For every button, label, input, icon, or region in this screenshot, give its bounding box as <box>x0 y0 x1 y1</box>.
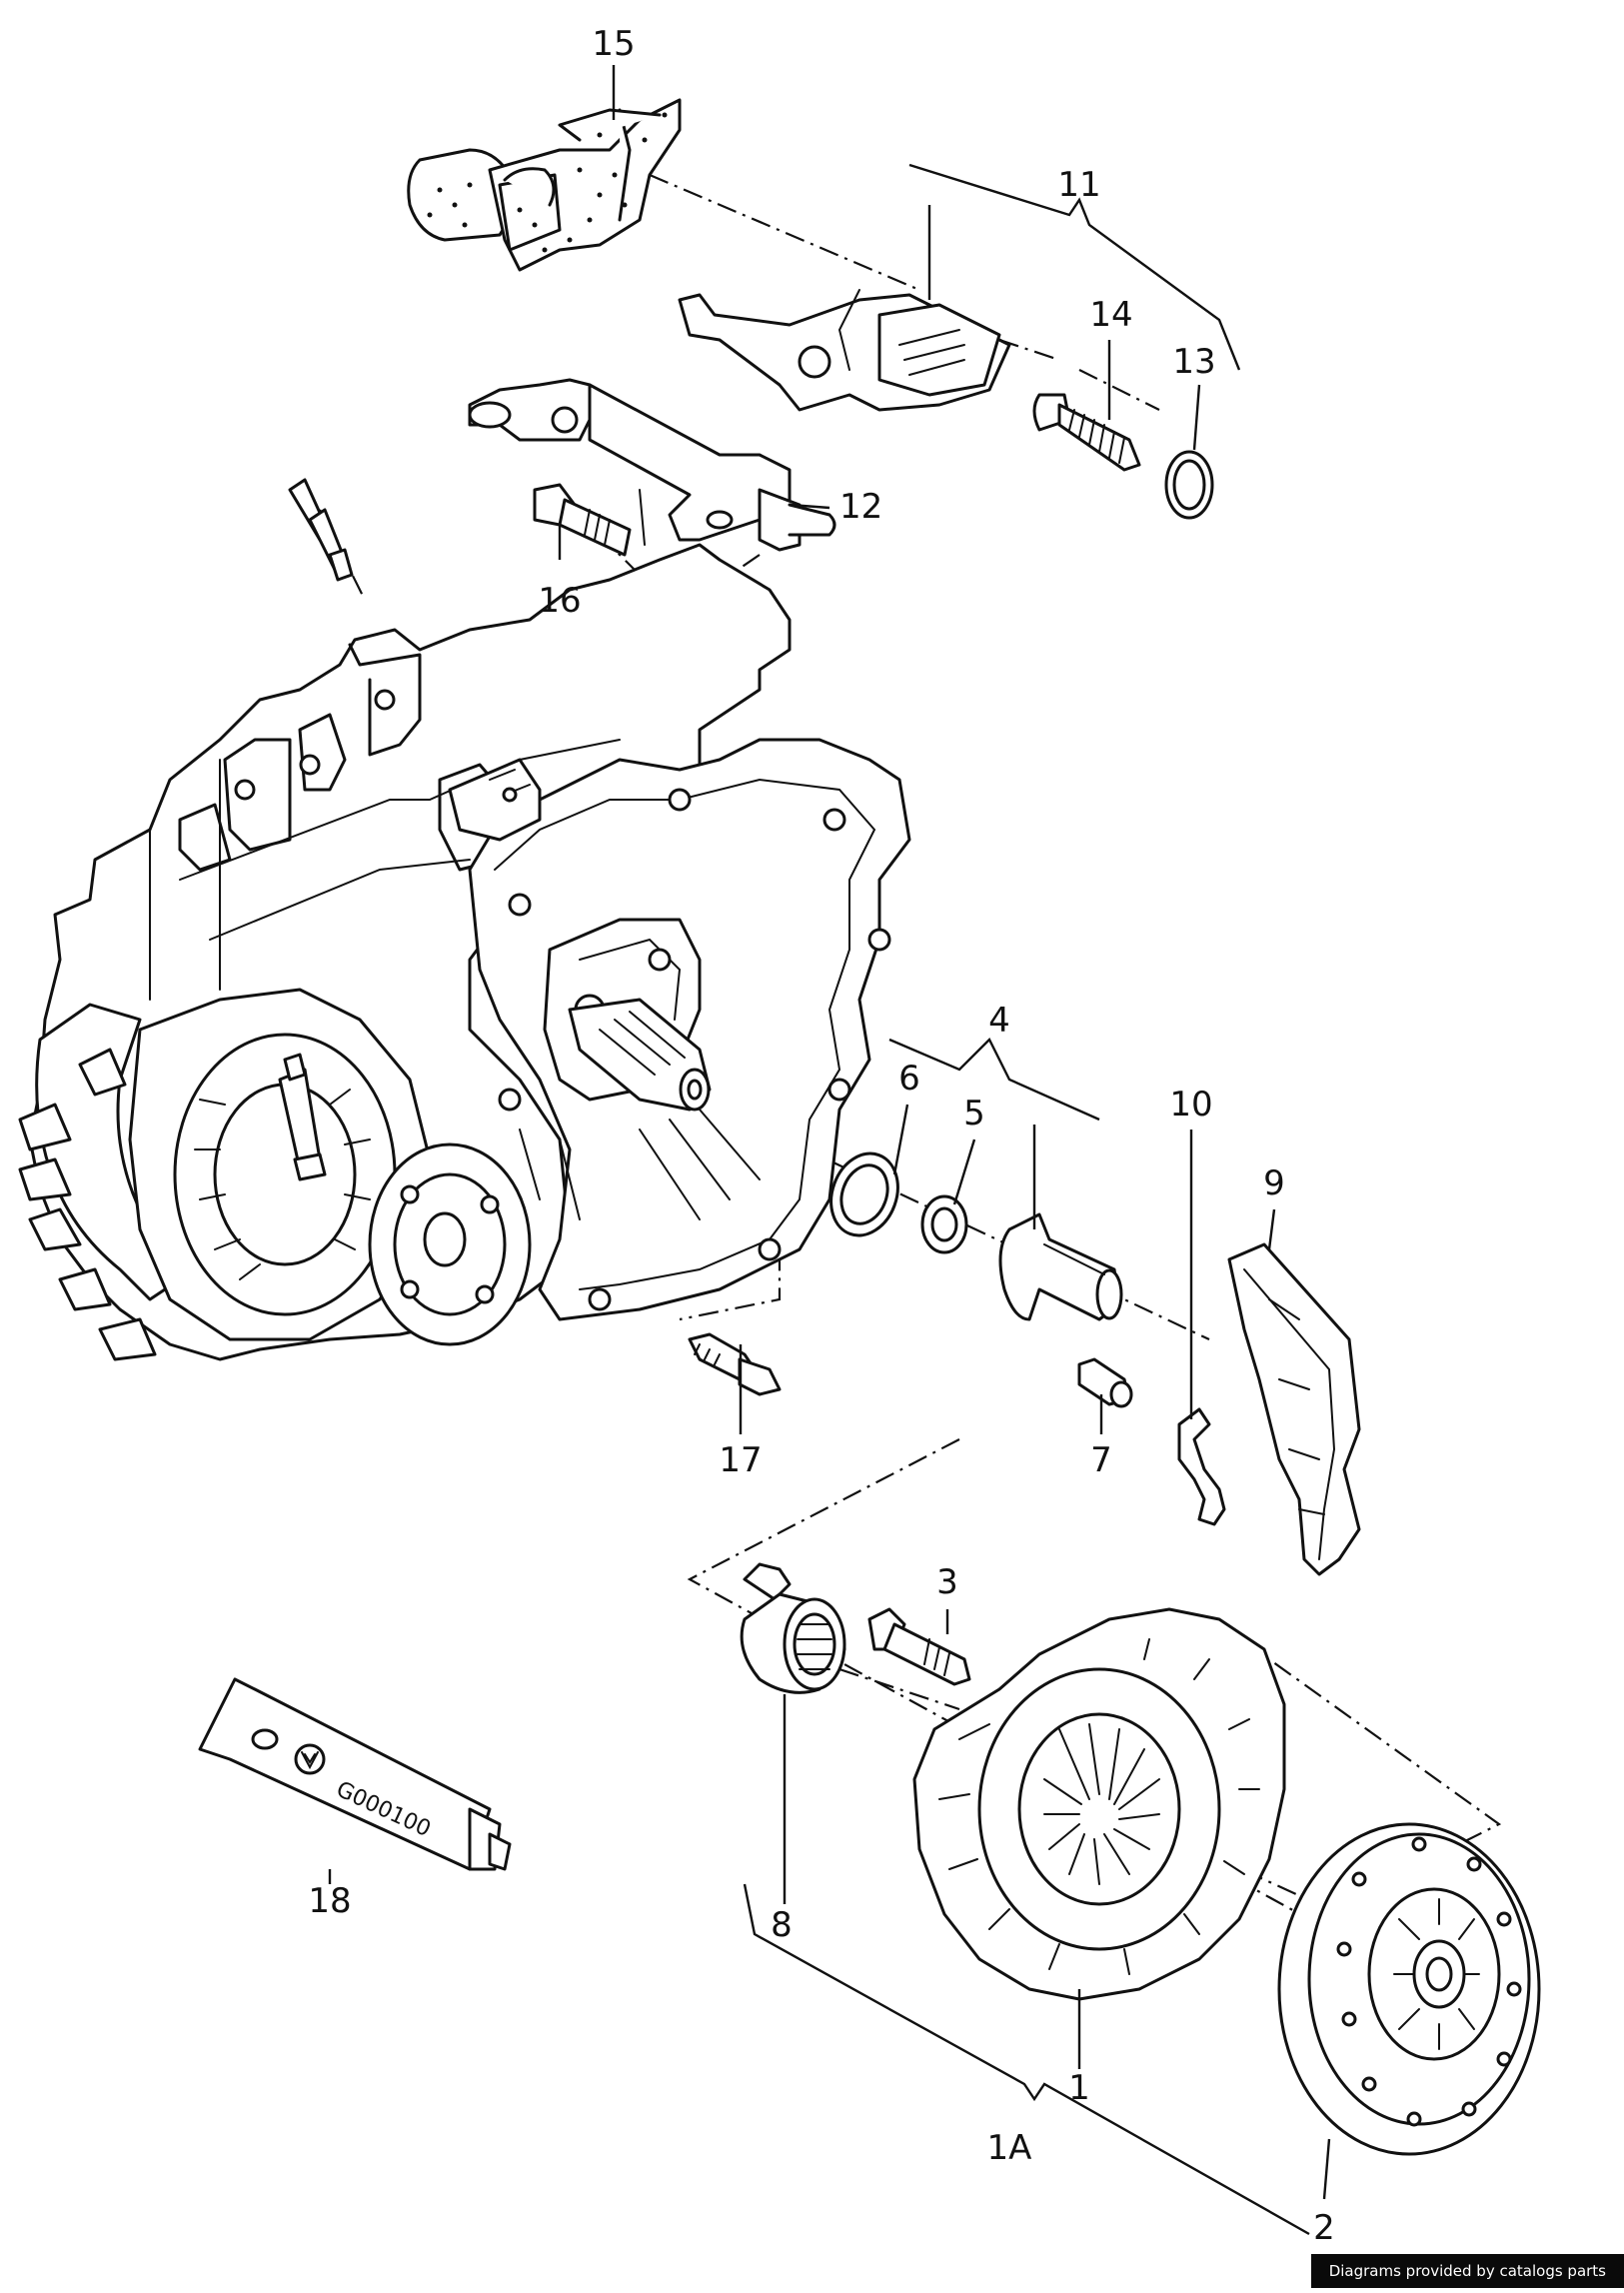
brand-logo-oval <box>251 1728 279 1750</box>
part-13-circlip <box>1164 450 1214 520</box>
callout-1: 1 <box>1068 2068 1090 2108</box>
callout-14: 14 <box>1089 295 1132 335</box>
callout-13: 13 <box>1172 342 1215 382</box>
callout-4: 4 <box>988 1001 1010 1041</box>
part-9-plate <box>1227 1242 1361 1576</box>
callout-8: 8 <box>771 1905 793 1945</box>
callout-9: 9 <box>1263 1163 1285 1203</box>
part-10-spring-clip <box>1177 1407 1226 1526</box>
part-16-bolt <box>533 483 646 557</box>
gearbox-housing <box>18 543 911 1361</box>
callout-10: 10 <box>1169 1085 1212 1125</box>
part-12-slave-cylinder <box>468 378 836 552</box>
part-17-switch <box>688 1332 782 1396</box>
part-3-bolt <box>867 1607 971 1686</box>
part-4-guide-sleeve <box>998 1212 1123 1321</box>
callout-labels: 15 11 14 13 12 16 4 6 5 10 9 7 17 3 18 8… <box>308 24 1334 2248</box>
callout-1A: 1A <box>987 2128 1032 2168</box>
group-brackets <box>743 163 1310 2236</box>
part-5-seal <box>920 1194 968 1254</box>
sensor-plug <box>288 478 354 582</box>
callout-7: 7 <box>1090 1440 1112 1480</box>
callout-11: 11 <box>1057 165 1100 205</box>
callout-16: 16 <box>538 581 581 621</box>
credit-text: Diagrams provided by catalogs parts <box>1328 2262 1606 2280</box>
part-11-release-lever <box>678 289 1011 412</box>
callout-3: 3 <box>936 1562 958 1602</box>
part-2-clutch-disc <box>1277 1822 1541 2156</box>
callout-6: 6 <box>898 1059 920 1099</box>
callout-2: 2 <box>1313 2208 1335 2248</box>
part-8-release-bearing <box>740 1562 846 1694</box>
part-15-cylinder-assembly <box>407 98 682 272</box>
callout-17: 17 <box>719 1440 762 1480</box>
part-6-gasket <box>829 1151 899 1237</box>
callout-5: 5 <box>963 1094 985 1134</box>
part-1-pressure-plate <box>912 1607 1286 2001</box>
part-18-grease-tube: G000100 <box>198 1677 512 1871</box>
credit-banner: Diagrams provided by catalogs parts <box>1310 2254 1624 2288</box>
leader-lines <box>328 65 1331 2200</box>
callout-12: 12 <box>839 487 882 527</box>
part-7-bolt <box>1077 1357 1133 1408</box>
callout-18: 18 <box>308 1881 351 1921</box>
callout-15: 15 <box>592 24 635 64</box>
part-14-spring-bolt <box>1032 393 1141 472</box>
